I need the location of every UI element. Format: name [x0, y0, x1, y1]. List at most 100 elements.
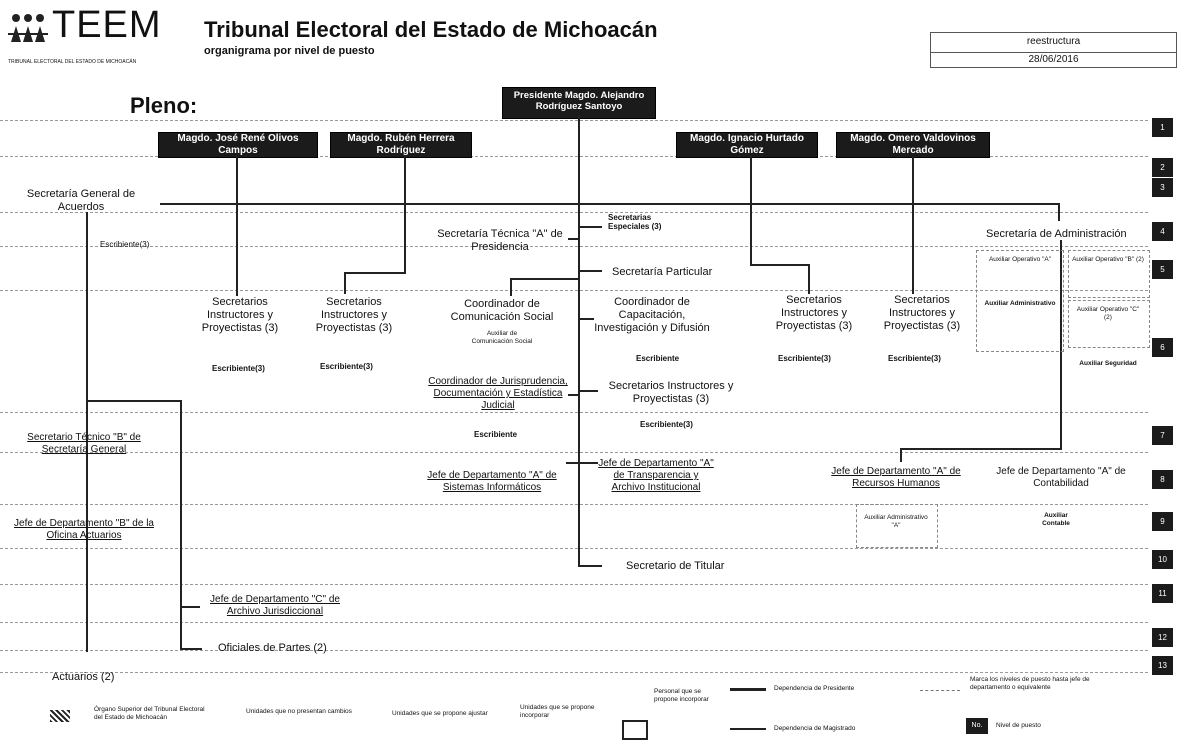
level-row — [0, 504, 1148, 505]
unit-si4: Secretarios Instructores y Proyectistas … — [883, 294, 961, 332]
unit-aux-op-a: Auxiliar Operativo "A" — [988, 256, 1052, 263]
dashed-box — [1068, 250, 1150, 298]
level-badge: 1 — [1152, 118, 1173, 137]
legend-dep-magistrado: Dependencia de Magistrado — [774, 725, 856, 732]
connector — [1058, 203, 1060, 221]
legend-marca: Marca los niveles de puesto hasta jefe d… — [970, 676, 1090, 691]
connector — [580, 226, 602, 228]
unit-aux-op-b: Auxiliar Operativo "B" (2) — [1072, 256, 1144, 263]
unit-sta: Secretaría Técnica "A" de Presidencia — [437, 228, 563, 253]
level-row — [0, 584, 1148, 585]
level-badge: 4 — [1152, 222, 1173, 241]
legend-nivel: Nivel de puesto — [996, 722, 1041, 729]
unit-coord-cap-sub: Escribiente — [636, 354, 680, 363]
level-badge: 5 — [1152, 260, 1173, 279]
legend-dep-presidente: Dependencia de Presidente — [774, 685, 855, 692]
connector — [580, 565, 602, 567]
level-row — [0, 650, 1148, 651]
legend-nivel-badge: No. — [966, 718, 988, 734]
unit-si3: Secretarios Instructores y Proyectistas … — [775, 294, 853, 332]
unit-actuarios: Actuarios (2) — [52, 671, 115, 683]
unit-jefe-rh: Jefe de Departamento "A" de Recursos Hum… — [831, 466, 961, 489]
level-row — [0, 412, 1148, 413]
connector — [344, 272, 406, 274]
unit-si3-sub: Escribiente(3) — [778, 354, 831, 363]
legend-sin-cambios: Unidades que no presentan cambios — [246, 708, 352, 715]
connector — [180, 400, 182, 650]
legend-organo-swatch — [50, 710, 70, 722]
status-box: reestructura 28/06/2016 — [930, 32, 1177, 68]
level-badge: 12 — [1152, 628, 1173, 647]
magistrado-box: Magdo. Omero Valdovinos Mercado — [836, 132, 990, 158]
connector — [580, 462, 598, 464]
connector — [808, 264, 810, 294]
connector — [580, 270, 602, 272]
status-label: reestructura — [1026, 36, 1081, 47]
unit-sec-titular: Secretario de Titular — [626, 560, 725, 572]
unit-si2-sub: Escribiente(3) — [320, 362, 373, 371]
legend: Órgano Superior del Tribunal Electoral d… — [0, 676, 1180, 752]
level-row — [0, 156, 1148, 157]
level-row — [0, 622, 1148, 623]
level-row — [0, 672, 1148, 673]
unit-oficiales: Oficiales de Partes (2) — [218, 642, 327, 654]
unit-aux-seg: Auxiliar Seguridad — [1079, 360, 1137, 367]
connector — [1060, 240, 1062, 450]
level-badge: 6 — [1152, 338, 1173, 357]
legend-marca-line — [920, 690, 960, 691]
legend-ajustar: Unidades que se propone ajustar — [392, 710, 488, 717]
connector — [86, 400, 182, 402]
dashed-box — [1068, 300, 1150, 348]
unit-sec-esp: Secretarias Especiales (3) — [608, 213, 662, 231]
sga-line — [86, 212, 88, 652]
unit-jefe-act: Jefe de Departamento "B" de la Oficina A… — [14, 518, 154, 541]
connector — [900, 448, 1062, 450]
magistrado-line — [912, 156, 914, 294]
logo: TEEM TRIBUNAL ELECTORAL DEL ESTADO DE MI… — [8, 4, 188, 66]
unit-si2: Secretarios Instructores y Proyectistas … — [315, 296, 393, 334]
level-row — [0, 290, 1148, 291]
unit-si5-sub: Escribiente(3) — [640, 420, 693, 429]
main-bus — [160, 203, 1060, 205]
unit-jefe-trans: Jefe de Departamento "A" de Transparenci… — [598, 458, 714, 493]
unit-sec-adm: Secretaría de Administración — [986, 228, 1127, 240]
level-row — [0, 212, 1148, 213]
unit-sga: Secretaría General de Acuerdos — [26, 188, 136, 213]
magistrado-box: Magdo. Rubén Herrera Rodríguez — [330, 132, 472, 158]
connector — [180, 606, 200, 608]
legend-incorporar: Unidades que se propone incorporar — [520, 704, 595, 719]
magistrado-box: Magdo. Ignacio Hurtado Gómez — [676, 132, 818, 158]
unit-coord-cs: Coordinador de Comunicación Social — [450, 298, 554, 323]
connector — [568, 394, 580, 396]
unit-si1-sub: Escribiente(3) — [212, 364, 265, 373]
connector — [750, 264, 810, 266]
logo-text: TEEM — [52, 4, 162, 46]
level-badge: 11 — [1152, 584, 1173, 603]
connector — [580, 318, 594, 320]
dashed-box — [976, 250, 1064, 352]
status-date: 28/06/2016 — [931, 52, 1176, 66]
connector — [510, 278, 512, 296]
unit-stb: Secretario Técnico "B" de Secretaría Gen… — [27, 432, 141, 455]
legend-organo: Órgano Superior del Tribunal Electoral d… — [94, 706, 205, 721]
magistrado-box: Magdo. José René Olivos Campos — [158, 132, 318, 158]
unit-aux-adm-a: Auxiliar Administrativo "A" — [864, 514, 928, 529]
unit-sga-sub: Escribiente(3) — [100, 240, 150, 249]
magistrado-line — [236, 156, 238, 296]
logo-icon — [8, 14, 48, 42]
connector — [580, 390, 598, 392]
unit-jefe-si: Jefe de Departamento "A" de Sistemas Inf… — [427, 470, 557, 493]
unit-coord-jur: Coordinador de Jurisprudencia, Documenta… — [428, 376, 568, 411]
legend-personal-swatch — [622, 720, 648, 740]
level-row — [0, 452, 1148, 453]
unit-si4-sub: Escribiente(3) — [888, 354, 941, 363]
level-badge: 13 — [1152, 656, 1173, 675]
level-badge: 8 — [1152, 470, 1173, 489]
unit-aux-op-c: Auxiliar Operativo "C" (2) — [1076, 306, 1140, 321]
level-row — [0, 548, 1148, 549]
page-title: Tribunal Electoral del Estado de Michoac… — [204, 17, 658, 42]
unit-jefe-archivo: Jefe de Departamento "C" de Archivo Juri… — [210, 594, 340, 617]
magistrado-line — [404, 156, 406, 274]
unit-sec-part: Secretaría Particular — [612, 266, 713, 278]
